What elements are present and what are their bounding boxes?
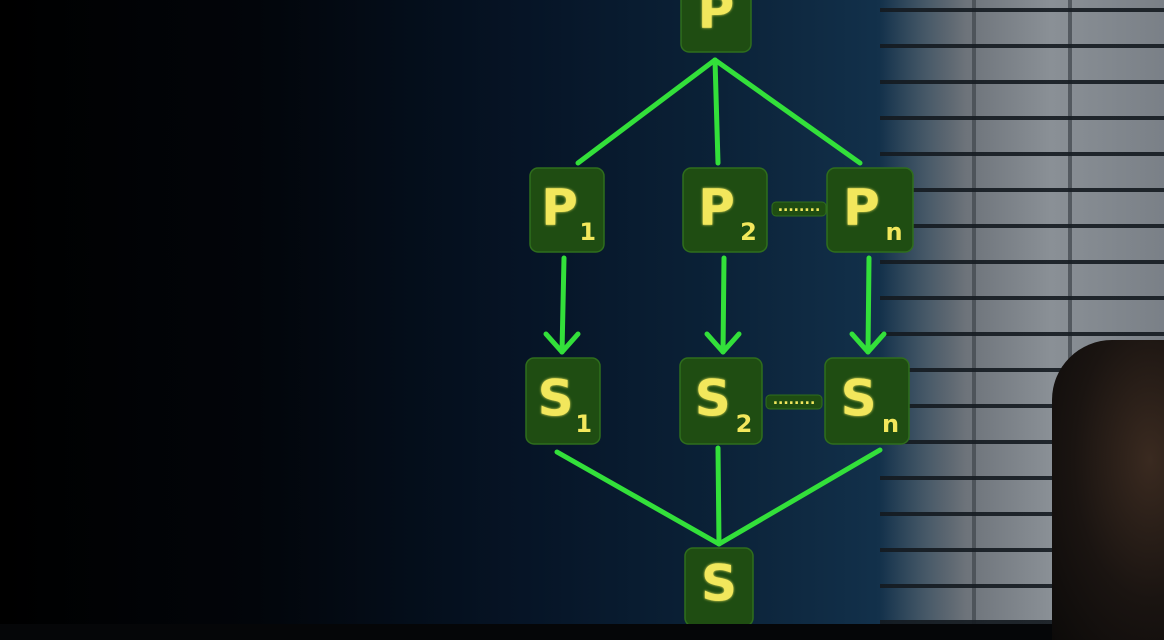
edge-Pn-Sn bbox=[865, 255, 872, 355]
edge-P-P2 bbox=[712, 57, 721, 166]
node-letter: P bbox=[541, 178, 578, 236]
node-letter: S bbox=[701, 554, 737, 612]
ellipsis-P2-Pn: ........ bbox=[771, 199, 827, 217]
arrowhead-Pn-Sn bbox=[849, 331, 887, 355]
node-box bbox=[682, 167, 768, 253]
node-subscript: 2 bbox=[736, 410, 753, 438]
node-P: P bbox=[680, 0, 752, 53]
node-box bbox=[824, 357, 910, 445]
arrowhead-P1-S1 bbox=[543, 331, 581, 355]
node-subscript: 2 bbox=[740, 218, 757, 246]
edge-P1-S1 bbox=[559, 255, 567, 355]
ellipsis-text: ........ bbox=[778, 199, 821, 215]
ellipsis-text: ........ bbox=[773, 392, 816, 408]
edge-P-P1 bbox=[575, 57, 718, 166]
edge-Sn-S bbox=[716, 447, 883, 547]
node-S: S bbox=[684, 547, 754, 624]
presenter-silhouette bbox=[1052, 340, 1164, 640]
node-box bbox=[826, 167, 914, 253]
node-subscript: n bbox=[886, 218, 903, 246]
edge-S2-S bbox=[715, 445, 722, 547]
node-subscript: 1 bbox=[579, 218, 596, 246]
node-box bbox=[525, 357, 601, 445]
node-letter: P bbox=[843, 178, 880, 236]
node-letter: P bbox=[698, 0, 735, 40]
node-subscript: 1 bbox=[575, 410, 592, 438]
node-letter: S bbox=[695, 370, 731, 428]
edge-P2-S2 bbox=[720, 255, 727, 355]
node-letter: S bbox=[841, 370, 877, 428]
node-box bbox=[679, 357, 763, 445]
node-box bbox=[684, 547, 754, 624]
node-letter: S bbox=[538, 370, 574, 428]
ellipsis-S2-Sn: ........ bbox=[765, 392, 823, 410]
ellipses-layer: ................ bbox=[765, 199, 827, 410]
node-box bbox=[529, 167, 605, 253]
edge-P-Pn bbox=[712, 57, 863, 166]
arrowhead-P2-S2 bbox=[704, 331, 742, 355]
node-box bbox=[680, 0, 752, 53]
node-subscript: n bbox=[882, 410, 899, 438]
edge-S1-S bbox=[554, 449, 722, 547]
node-letter: P bbox=[698, 178, 735, 236]
edges-layer bbox=[543, 57, 887, 547]
